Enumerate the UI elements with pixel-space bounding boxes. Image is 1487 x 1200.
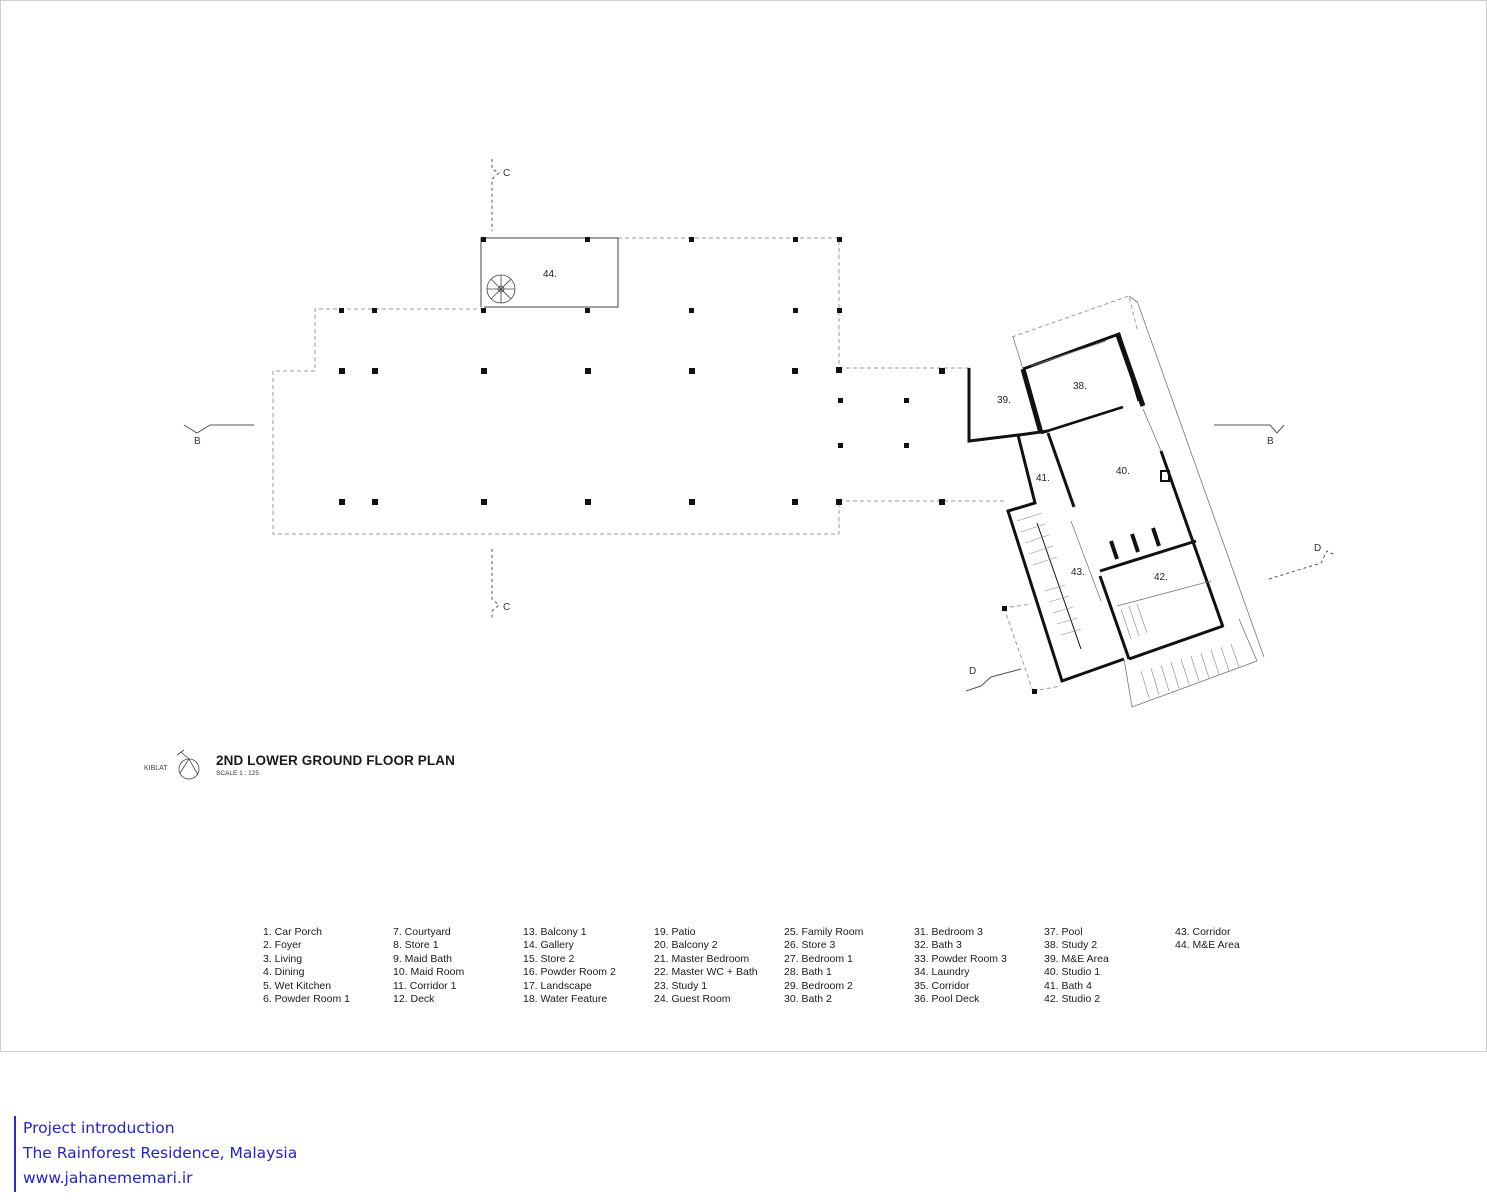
plan-title: 2ND LOWER GROUND FLOOR PLAN <box>216 753 455 768</box>
legend-item: 20. Balcony 2 <box>654 939 718 952</box>
structure-outline <box>272 237 1138 692</box>
legend-item: 27. Bedroom 1 <box>784 952 853 965</box>
legend-item: 7. Courtyard <box>393 926 451 938</box>
legend-item: 3. Living <box>263 952 303 965</box>
section-mark-c-top: C <box>503 168 510 179</box>
legend-item: 14. Gallery <box>523 939 574 952</box>
legend-item: 2. Foyer <box>263 939 302 952</box>
floor-plan-drawing: B B C C D D 44. 39. 38. 40. 41. 43. 42. <box>183 159 1336 708</box>
legend-column: 19. Patio 20. Balcony 2 21. Master Bedro… <box>654 926 758 1006</box>
section-mark-c-bottom: C <box>503 602 510 613</box>
legend-item: 5. Wet Kitchen <box>263 979 332 992</box>
legend-item: 41. Bath 4 <box>1044 979 1092 992</box>
legend-item: 30. Bath 2 <box>784 993 832 1006</box>
legend-item: 25. Family Room <box>784 926 864 938</box>
room-44-outline <box>480 237 619 308</box>
legend-item: 1. Car Porch <box>263 926 322 938</box>
legend-item: 10. Maid Room <box>393 966 465 979</box>
section-markers <box>183 159 1336 692</box>
legend-item: 8. Store 1 <box>393 939 439 952</box>
legend-item: 34. Laundry <box>914 966 970 979</box>
kiblat-label: KIBLAT <box>144 765 168 772</box>
legend-item: 33. Powder Room 3 <box>914 952 1007 965</box>
room-tag-40: 40. <box>1116 466 1130 477</box>
spiral-stair-icon <box>486 274 516 304</box>
legend-item: 11. Corridor 1 <box>393 979 457 992</box>
section-mark-d-right: D <box>1314 543 1321 554</box>
drawing-sheet: B B C C D D 44. 39. 38. 40. 41. 43. 42. … <box>0 0 1487 1052</box>
columns <box>339 237 1037 694</box>
right-wing-walls <box>967 332 1225 683</box>
plan-title-block: KIBLAT 2ND LOWER GROUND FLOOR PLAN SCALE… <box>141 749 501 785</box>
legend-item: 16. Powder Room 2 <box>523 966 616 979</box>
legend-item: 23. Study 1 <box>654 979 708 992</box>
legend-item: 22. Master WC + Bath <box>654 966 758 979</box>
plan-scale: SCALE 1 : 125 <box>216 770 259 777</box>
legend-item: 28. Bath 1 <box>784 966 832 979</box>
legend-item: 38. Study 2 <box>1044 939 1098 952</box>
legend-item: 39. M&E Area <box>1044 952 1109 965</box>
legend-column: 25. Family Room 26. Store 3 27. Bedroom … <box>784 926 863 1006</box>
legend-item: 6. Powder Room 1 <box>263 993 350 1006</box>
legend-item: 9. Maid Bath <box>393 952 452 965</box>
room-tag-39: 39. <box>997 395 1011 406</box>
legend-item: 13. Balcony 1 <box>523 926 587 938</box>
legend-item: 17. Landscape <box>523 979 592 992</box>
room-legend: 1. Car Porch 2. Foyer 3. Living 4. Dinin… <box>263 926 1283 1016</box>
project-caption: Project introduction The Rainforest Resi… <box>14 1116 297 1192</box>
legend-item: 35. Corridor <box>914 979 970 992</box>
room-tag-41: 41. <box>1036 473 1050 484</box>
section-labels: B B C C D D <box>194 168 1321 677</box>
legend-item: 26. Store 3 <box>784 939 836 952</box>
room-tag-38: 38. <box>1073 381 1087 392</box>
legend-item: 21. Master Bedroom <box>654 952 750 965</box>
legend-item: 42. Studio 2 <box>1044 993 1101 1006</box>
legend-item: 40. Studio 1 <box>1044 966 1101 979</box>
caption-line-project: The Rainforest Residence, Malaysia <box>23 1144 298 1162</box>
legend-item: 36. Pool Deck <box>914 993 980 1006</box>
legend-item: 19. Patio <box>654 926 696 938</box>
legend-item: 44. M&E Area <box>1175 939 1240 952</box>
legend-item: 18. Water Feature <box>523 993 608 1006</box>
legend-item: 43. Corridor <box>1175 926 1231 938</box>
legend-item: 15. Store 2 <box>523 952 575 965</box>
legend-item: 29. Bedroom 2 <box>784 979 853 992</box>
caption-line-website: www.jahanememari.ir <box>23 1169 193 1187</box>
legend-item: 32. Bath 3 <box>914 939 962 952</box>
legend-column: 1. Car Porch 2. Foyer 3. Living 4. Dinin… <box>263 926 350 1006</box>
legend-item: 12. Deck <box>393 993 435 1006</box>
legend-item: 37. Pool <box>1044 926 1083 938</box>
legend-item: 4. Dining <box>263 966 305 979</box>
room-tag-44: 44. <box>543 269 557 280</box>
section-mark-b-left: B <box>194 436 201 447</box>
room-tag-43: 43. <box>1071 567 1085 578</box>
legend-column: 7. Courtyard 8. Store 1 9. Maid Bath 10.… <box>393 926 464 1006</box>
legend-item: 31. Bedroom 3 <box>914 926 983 938</box>
room-tag-42: 42. <box>1154 572 1168 583</box>
room-tags: 44. 39. 38. 40. 41. 43. 42. <box>543 269 1168 583</box>
stair-treads <box>1016 512 1240 699</box>
legend-column: 13. Balcony 1 14. Gallery 15. Store 2 16… <box>523 926 616 1006</box>
right-wing-thin-lines <box>1012 295 1265 708</box>
legend-column: 31. Bedroom 3 32. Bath 3 33. Powder Room… <box>914 926 1007 1006</box>
legend-column: 43. Corridor 44. M&E Area <box>1175 926 1240 953</box>
section-mark-d-left: D <box>969 666 976 677</box>
section-mark-b-right: B <box>1267 436 1274 447</box>
kiblat-compass-icon <box>176 749 200 780</box>
caption-line-intro: Project introduction <box>23 1119 175 1137</box>
legend-column: 37. Pool 38. Study 2 39. M&E Area 40. St… <box>1044 926 1109 1006</box>
legend-item: 24. Guest Room <box>654 993 731 1006</box>
